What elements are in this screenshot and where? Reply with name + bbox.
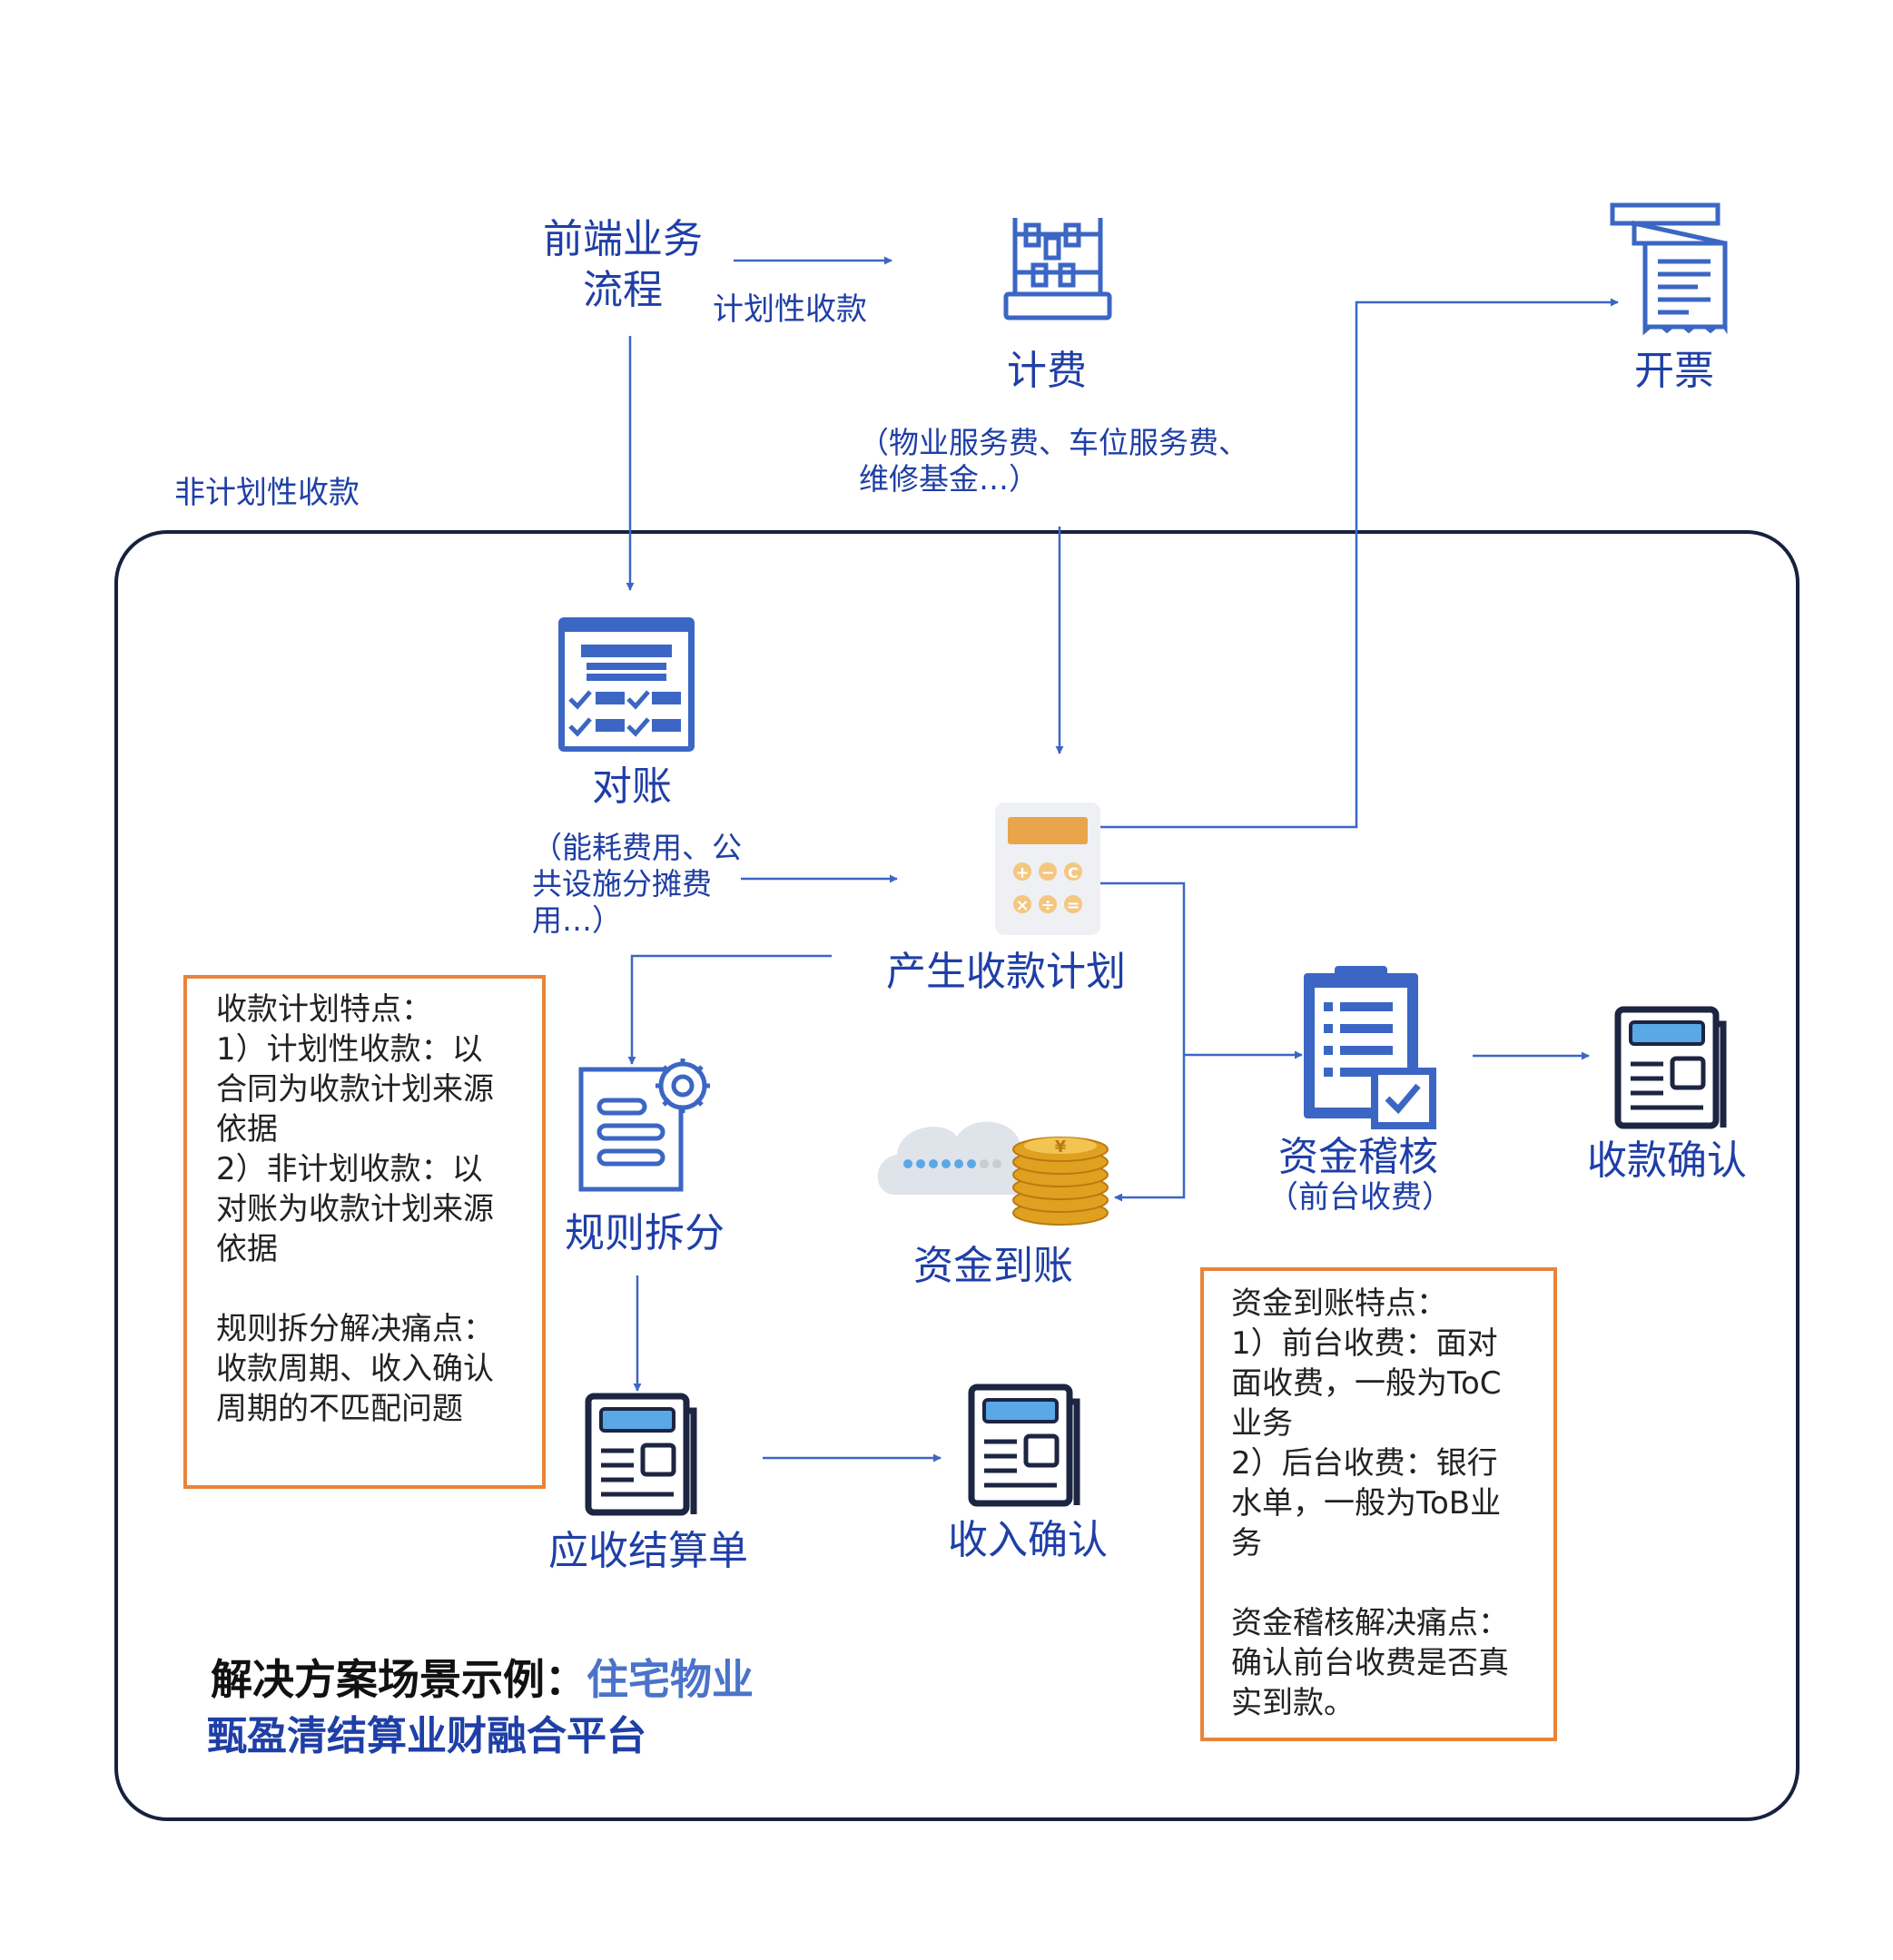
newspaper-icon [1614,1006,1727,1129]
edge-plan-to-invoicing [1099,298,1619,829]
newspaper-icon [968,1384,1080,1507]
node-funds-arrival: 资金到账 [913,1243,1073,1289]
svg-text:+: + [1015,863,1029,882]
scenario-value: 住宅物业 [587,1655,754,1704]
scenario-line: 解决方案场景示例：住宅物业 [211,1656,754,1704]
platform-frame [114,530,1799,1821]
node-fund-audit: 资金稽核 [1278,1134,1438,1180]
svg-text:−: − [1040,863,1054,882]
node-fund-audit-sub: （前台收费） [1267,1179,1453,1216]
note-plan-features: 收款计划特点： 1）计划性收款：以 合同为收款计划来源 依据 2）非计划收款：以… [216,991,494,1427]
svg-text:=: = [1066,896,1080,915]
node-invoicing: 开票 [1634,348,1714,394]
node-revenue-confirm: 收入确认 [948,1517,1108,1563]
node-reconciliation: 对账 [592,763,672,810]
svg-text:¥: ¥ [1055,1138,1067,1157]
node-payment-confirm: 收款确认 [1587,1138,1747,1184]
platform-name: 甄盈清结算业财融合平台 [207,1713,646,1759]
node-billing-detail: （物业服务费、车位服务费、 维修基金…） [859,425,1248,497]
clipboard-check-icon [1304,966,1436,1129]
document-gear-icon [578,1059,710,1192]
note-box-fund-features [1200,1267,1557,1741]
abacus-icon [1003,218,1112,320]
calculator-icon: + − C × ÷ = [995,803,1100,935]
receipt-icon [1610,202,1728,336]
node-frontend-process: 前端业务 流程 [543,216,703,313]
node-reconciliation-detail: （能耗费用、公 共设施分摊费 用…） [532,830,742,938]
svg-text:C: C [1068,864,1079,882]
node-rule-split: 规则拆分 [565,1210,725,1256]
node-billing: 计费 [1007,348,1087,394]
scenario-prefix: 解决方案场景示例： [211,1655,587,1704]
edge-label-unplanned-collection: 非计划性收款 [174,475,360,511]
svg-text:÷: ÷ [1040,896,1054,915]
checklist-window-icon [558,617,695,752]
node-receivable-statement: 应收结算单 [548,1528,748,1574]
cloud-coins-icon: ¥ [877,1121,1109,1226]
note-box-plan-features [183,975,546,1489]
edge-label-planned-collection: 计划性收款 [713,291,867,328]
edge-plan-to-rule-split [627,954,832,1065]
note-fund-features: 资金到账特点： 1）前台收费：面对 面收费，一般为ToC 业务 2）后台收费：银… [1231,1285,1509,1721]
svg-text:×: × [1015,896,1029,915]
edge-audit-to-funds [1114,1053,1186,1202]
newspaper-icon [585,1393,697,1516]
edge-audit-to-plan [1092,879,1186,1053]
node-payment-plan: 产生收款计划 [886,949,1126,995]
